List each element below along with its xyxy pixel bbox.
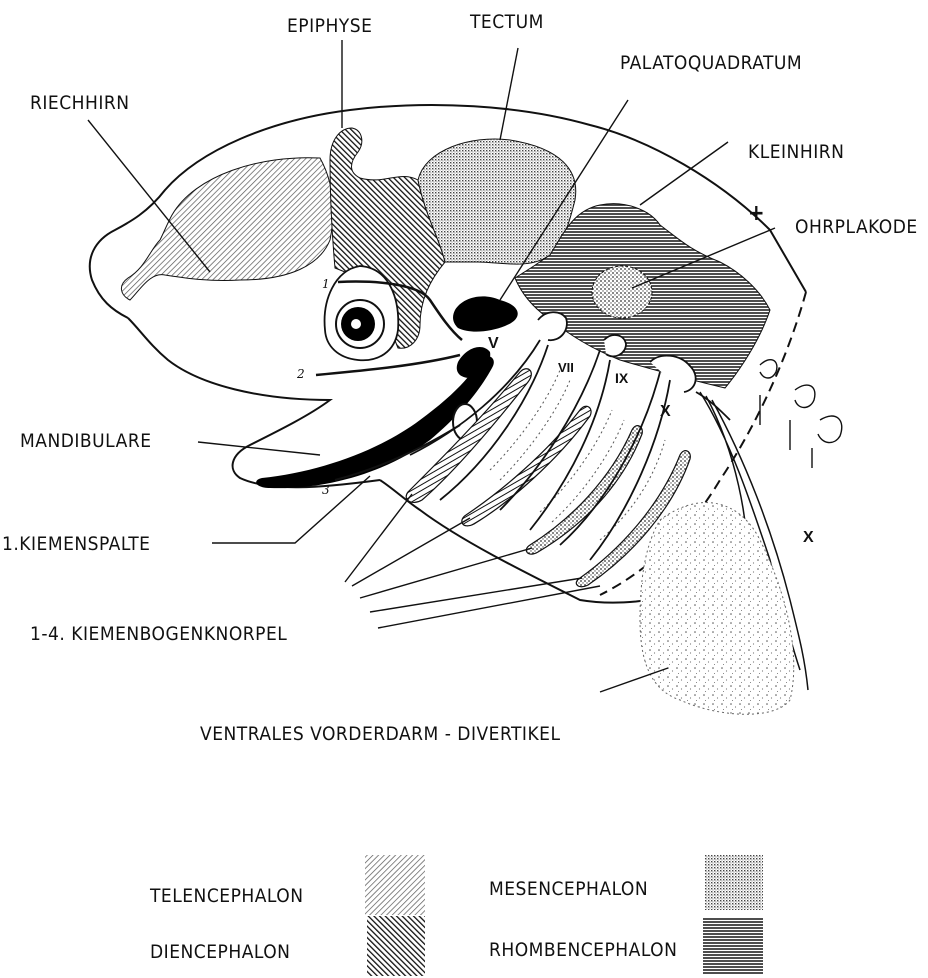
leader-kleinhirn — [640, 142, 728, 205]
legend-mesencephalon-label: MESENCEPHALON — [489, 878, 648, 900]
ohrplakode-vesicle — [592, 266, 652, 318]
nerve-tract-2 — [316, 355, 460, 375]
nerve-label-x-lower: X — [803, 529, 814, 546]
legend-mesencephalon-swatch — [705, 855, 763, 910]
palatoquadratum-cartilage — [453, 296, 518, 331]
nerve-label-ix: IX — [615, 370, 629, 386]
label-mandibulare: MANDIBULARE — [20, 430, 152, 452]
nerve-vii-ganglion — [538, 312, 567, 340]
legend-diencephalon-label: DIENCEPHALON — [150, 941, 290, 963]
gill-arch-3 — [526, 426, 642, 555]
legend-telencephalon-label: TELENCEPHALON — [149, 885, 304, 907]
label-kiemenspalte: 1.KIEMENSPALTE — [2, 533, 150, 555]
legend: TELENCEPHALON MESENCEPHALON DIENCEPHALON… — [149, 855, 763, 976]
label-epiphyse: EPIPHYSE — [287, 15, 372, 37]
leader-mandibulare — [198, 442, 320, 455]
label-kiemenbogenknorpel: 1-4. KIEMENBOGENKNORPEL — [30, 623, 287, 645]
mesencephalon-region — [418, 139, 576, 264]
label-riechhirn: RIECHHIRN — [30, 92, 130, 114]
legend-telencephalon-swatch — [365, 855, 425, 915]
number-1: 1 — [322, 277, 330, 291]
legend-rhombencephalon-label: RHOMBENCEPHALON — [489, 939, 677, 961]
somites — [760, 360, 842, 468]
label-kleinhirn: KLEINHIRN — [748, 141, 844, 163]
nerve-label-x-upper: X — [660, 403, 671, 420]
number-2: 2 — [296, 367, 305, 381]
label-palatoquadratum: PALATOQUADRATUM — [620, 52, 802, 74]
number-3: 3 — [322, 483, 330, 497]
legend-diencephalon-swatch — [367, 916, 425, 976]
nerve-ix-ganglion — [604, 335, 626, 356]
telencephalon-region — [121, 158, 333, 300]
legend-rhombencephalon-swatch — [703, 918, 763, 974]
nerve-label-v: V — [488, 335, 499, 352]
label-plus: + — [748, 201, 765, 226]
nerve-label-vii: VII — [558, 360, 574, 375]
eye-pupil — [351, 319, 361, 329]
label-tectum: TECTUM — [469, 11, 544, 33]
label-ohrplakode: OHRPLAKODE — [795, 216, 918, 238]
leader-tectum — [500, 48, 518, 140]
label-divertikel: VENTRALES VORDERDARM - DIVERTIKEL — [200, 723, 560, 745]
